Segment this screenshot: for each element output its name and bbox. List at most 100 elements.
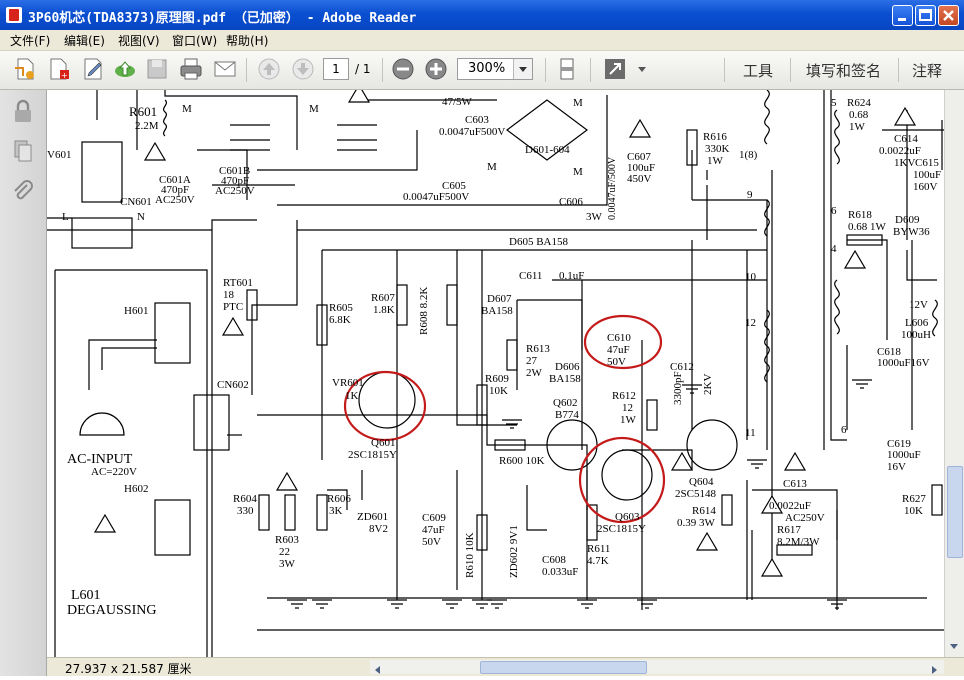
scroll-right-icon[interactable] <box>928 661 940 674</box>
page-number-input[interactable]: 1 <box>323 58 349 80</box>
label-zd602: ZD602 9V1 <box>508 525 520 578</box>
label-d607v: BA158 <box>481 305 513 317</box>
label-c601a: C601A <box>159 174 191 186</box>
label-vr601v: 1K <box>345 390 359 402</box>
toolbar-separator <box>382 58 383 82</box>
label-vr601: VR601 <box>332 377 364 389</box>
vertical-scroll-thumb[interactable] <box>947 466 963 558</box>
fill-sign-link[interactable]: 填写和签名 <box>806 62 882 80</box>
label-r604: R604 <box>233 493 257 505</box>
label-c615v2: 160V <box>913 181 938 193</box>
label-m: M <box>573 97 583 109</box>
zoom-select[interactable]: 300% <box>457 58 533 80</box>
label-c607v: 100uF <box>627 162 655 174</box>
red-annotation <box>343 314 666 524</box>
label-r604v: 330 <box>237 505 254 517</box>
label-m: M <box>182 103 192 115</box>
document-viewport[interactable]: R601 2.2M V601 CN601 L N C601A 470pF AC2… <box>47 90 944 657</box>
label-c613v2: AC250V <box>785 512 825 524</box>
minimize-button[interactable] <box>892 5 913 26</box>
label-q604: Q604 <box>689 476 714 488</box>
label-l601: L601 <box>71 588 101 603</box>
scroll-left-icon[interactable] <box>372 661 384 674</box>
label-c613v: 0.0022uF <box>769 500 811 512</box>
label-zd601: ZD601 <box>357 511 388 523</box>
create-pdf-icon-2[interactable]: + <box>46 56 72 82</box>
label-r606: R606 <box>327 493 351 505</box>
label-c612v2: 2KV <box>702 374 714 395</box>
label-r601: R601 <box>129 104 157 119</box>
next-page-icon[interactable] <box>290 56 316 82</box>
email-icon[interactable] <box>212 56 238 82</box>
menu-help[interactable]: 帮助(H) <box>226 34 269 48</box>
maximize-button[interactable] <box>915 5 936 26</box>
zoom-in-icon[interactable] <box>423 56 449 82</box>
label-r601v: 2.2M <box>135 120 159 132</box>
label-t18: 1(8) <box>739 149 758 161</box>
vertical-scrollbar[interactable] <box>944 90 964 657</box>
scroll-mode-icon[interactable] <box>554 56 580 82</box>
label-c611v: 0.1uF <box>559 270 584 282</box>
label-c613: C613 <box>783 478 807 490</box>
label-r616: R616 <box>703 131 727 143</box>
horizontal-scroll-thumb[interactable] <box>480 661 647 674</box>
label-t6: 6 <box>831 205 837 217</box>
label-c614: C614 <box>894 133 918 145</box>
upload-icon[interactable] <box>112 56 138 82</box>
label-r607v: 1.8K <box>373 304 395 316</box>
label-t12: 12 <box>745 317 756 329</box>
scroll-down-icon[interactable] <box>947 638 961 652</box>
previous-page-icon[interactable] <box>256 56 282 82</box>
menu-window[interactable]: 窗口(W) <box>172 34 218 48</box>
label-rt601v2: PTC <box>223 301 243 313</box>
label-r627: R627 <box>902 493 926 505</box>
tools-link[interactable]: 工具 <box>743 62 774 80</box>
pages-icon[interactable] <box>10 138 36 164</box>
label-c619v: 1000uF <box>887 449 921 461</box>
title-bar[interactable]: 3P60机芯(TDA8373)原理图.pdf （已加密） - Adobe Rea… <box>0 0 964 30</box>
label-zd601v: 8V2 <box>369 523 388 535</box>
zoom-out-icon[interactable] <box>390 56 416 82</box>
label-r605v: 6.8K <box>329 314 351 326</box>
label-m: M <box>309 103 319 115</box>
label-c606: C606 <box>559 196 583 208</box>
label-h602: H602 <box>124 483 148 495</box>
attachment-icon[interactable] <box>10 178 36 204</box>
zoom-value: 300% <box>468 61 506 76</box>
label-c601bv2: AC250V <box>215 185 255 197</box>
label-rt601: RT601 <box>223 277 253 289</box>
lock-icon[interactable] <box>10 98 36 124</box>
horizontal-scrollbar[interactable] <box>370 660 944 674</box>
label-t4: 4 <box>831 243 837 255</box>
chevron-down-icon[interactable] <box>513 59 532 79</box>
edit-document-button[interactable] <box>80 56 106 82</box>
comment-link[interactable]: 注释 <box>912 62 943 80</box>
label-c611: C611 <box>519 270 542 282</box>
close-button[interactable] <box>938 5 959 26</box>
label-l606v: 100uH <box>901 329 931 341</box>
label-c605: C605 <box>442 180 466 192</box>
label-c612v: 3300pF <box>672 371 684 405</box>
toolbar-separator <box>898 58 899 82</box>
label-c609v: 47uF <box>422 524 445 536</box>
print-icon[interactable] <box>178 56 204 82</box>
label-r614: R614 <box>692 505 716 517</box>
save-icon[interactable] <box>144 56 170 82</box>
label-r627v: 10K <box>904 505 923 517</box>
toolbar-options-icon[interactable] <box>634 56 650 82</box>
label-r616v: 330K <box>705 143 730 155</box>
toolbar: + 1 / 1 300% 工具 <box>0 51 964 90</box>
create-pdf-button[interactable] <box>12 56 38 82</box>
page-total: / 1 <box>355 62 371 76</box>
label-r614v: 0.39 3W <box>677 517 716 529</box>
menu-file[interactable]: 文件(F) <box>10 34 51 48</box>
label-c610: C610 <box>607 332 631 344</box>
label-t6b: 6 <box>841 424 847 436</box>
menu-edit[interactable]: 编辑(E) <box>64 34 105 48</box>
label-t9: 9 <box>747 189 753 201</box>
label-r618: R618 <box>848 209 872 221</box>
label-r611: R611 <box>587 543 610 555</box>
label-r603v2: 3W <box>279 558 296 570</box>
full-screen-icon[interactable] <box>602 56 628 82</box>
menu-view[interactable]: 视图(V) <box>118 34 160 48</box>
